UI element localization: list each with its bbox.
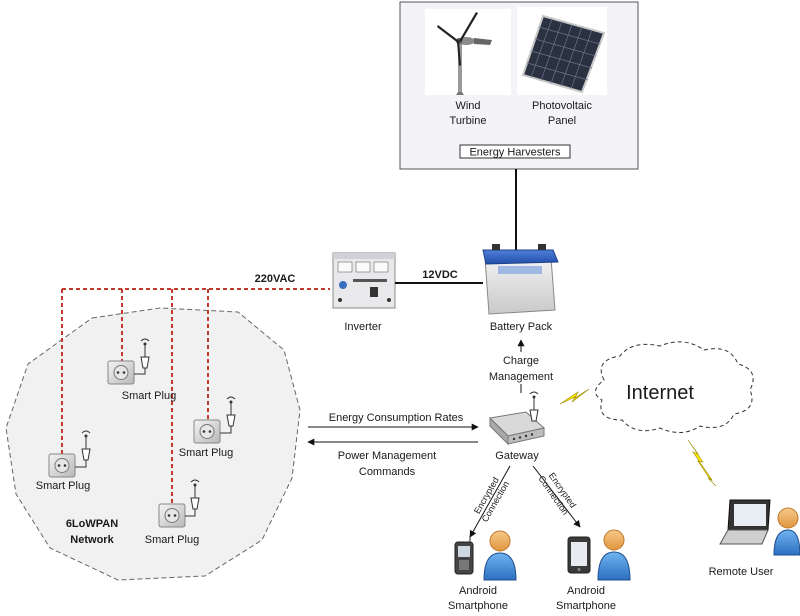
charge-management-label: Charge bbox=[503, 355, 539, 367]
antenna-icon bbox=[75, 430, 91, 468]
gateway-icon bbox=[488, 411, 546, 446]
wireless-link-icon bbox=[559, 388, 590, 405]
user-icon bbox=[483, 530, 517, 581]
inverter-label: Inverter bbox=[344, 321, 382, 333]
ac-voltage-label: 220VAC bbox=[255, 273, 296, 285]
inverter-icon bbox=[332, 252, 396, 309]
network-name-label: 6LoWPAN bbox=[66, 518, 118, 530]
smart-plug-label: Smart Plug bbox=[145, 534, 199, 546]
smart-plug-label: Smart Plug bbox=[36, 480, 90, 492]
internet-label: Internet bbox=[626, 382, 694, 404]
smartphone-icon bbox=[454, 536, 474, 575]
smart-plug-icon bbox=[107, 360, 135, 385]
dc-voltage-label: 12VDC bbox=[422, 269, 458, 281]
user-icon bbox=[773, 507, 800, 556]
remote-user-label: Remote User bbox=[709, 566, 774, 578]
android-smartphone-label: Android bbox=[567, 585, 605, 597]
smart-plug-label: Smart Plug bbox=[122, 390, 176, 402]
pv-panel-label: Panel bbox=[548, 115, 576, 127]
charge-management-label: Management bbox=[489, 371, 553, 383]
smart-plug-label: Smart Plug bbox=[179, 447, 233, 459]
energy-rates-label: Energy Consumption Rates bbox=[329, 412, 464, 424]
energy-harvesters-label: Energy Harvesters bbox=[469, 147, 561, 159]
antenna-icon bbox=[134, 338, 150, 375]
power-commands-label: Commands bbox=[359, 466, 416, 478]
wind-turbine-icon bbox=[425, 9, 511, 95]
wind-turbine-label: Wind bbox=[455, 100, 480, 112]
battery-pack-label: Battery Pack bbox=[490, 321, 553, 333]
power-commands-label: Power Management bbox=[338, 450, 436, 462]
pv-panel-label: Photovoltaic bbox=[532, 100, 592, 112]
ac-wiring bbox=[61, 288, 330, 505]
android-smartphone-label: Android bbox=[459, 585, 497, 597]
network-name-label: Network bbox=[70, 534, 114, 546]
smartphone-icon bbox=[567, 536, 591, 574]
antenna-icon bbox=[185, 479, 200, 517]
smart-plug-icon bbox=[193, 419, 221, 444]
smart-plug-icon bbox=[158, 503, 186, 528]
wind-turbine-label: Turbine bbox=[450, 115, 487, 127]
user-icon bbox=[597, 529, 631, 581]
internet-cloud bbox=[595, 341, 754, 433]
gateway-label: Gateway bbox=[495, 450, 539, 462]
antenna-icon bbox=[220, 396, 236, 434]
encrypted-connection-arrow bbox=[532, 465, 581, 528]
antenna-icon bbox=[529, 391, 539, 422]
6lowpan-network-area bbox=[5, 307, 301, 581]
encrypted-connection-arrow bbox=[469, 465, 511, 538]
battery-pack-icon bbox=[482, 244, 559, 315]
android-smartphone-label: Smartphone bbox=[448, 600, 508, 612]
wireless-link-icon bbox=[687, 439, 717, 487]
laptop-icon bbox=[719, 499, 771, 545]
photovoltaic-panel-icon bbox=[517, 7, 607, 95]
android-smartphone-label: Smartphone bbox=[556, 600, 616, 612]
energy-harvesters-panel: Wind Turbine Photovoltaic Panel Energy H… bbox=[399, 1, 639, 170]
smart-plug-icon bbox=[48, 453, 76, 478]
